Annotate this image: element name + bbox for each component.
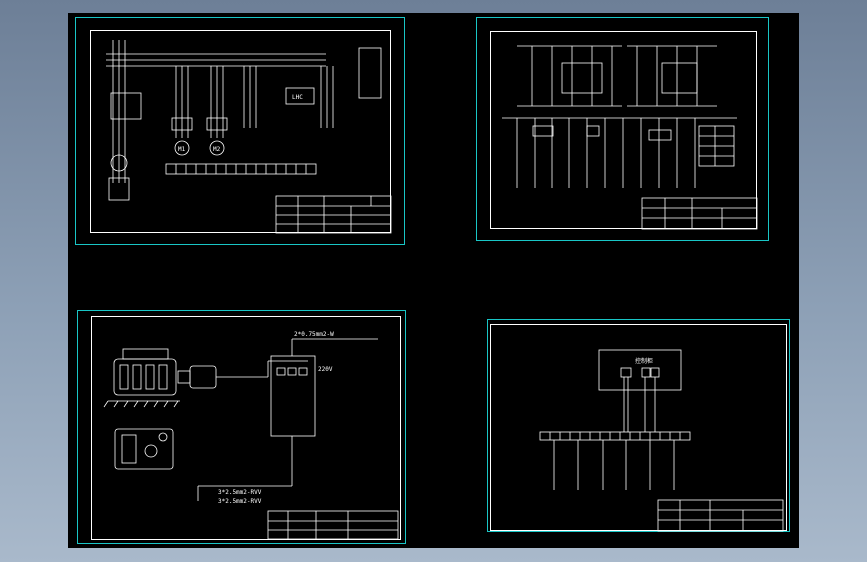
drawing-frame-control-circuit[interactable] xyxy=(476,17,769,241)
power-circuit-schematic: M1 M2 LHC xyxy=(106,40,392,234)
cable-bottom-label-1: 3*2.5mm2-RVV xyxy=(218,489,262,496)
drawing-frame-installation[interactable]: 220V 2*0.75mm2-W 3*2.5mm2-RVV 3*2.5mm2-R… xyxy=(77,310,406,544)
controller-label: LHC xyxy=(292,94,303,101)
terminal-wiring-diagram: 控制柜 xyxy=(539,349,784,532)
drawing-border xyxy=(90,30,391,233)
cable-bottom-label-2: 3*2.5mm2-RVV xyxy=(218,498,262,505)
installation-diagram: 220V 2*0.75mm2-W 3*2.5mm2-RVV 3*2.5mm2-R… xyxy=(103,331,399,540)
drawing-border xyxy=(490,31,757,229)
motor2-label: M2 xyxy=(213,146,221,153)
control-box-label: 控制柜 xyxy=(635,357,653,365)
drawing-border xyxy=(91,316,401,540)
drawing-frame-terminal-wiring[interactable]: 控制柜 xyxy=(487,319,790,532)
drawing-frame-power-circuit[interactable]: M1 M2 LHC xyxy=(75,17,405,245)
supply-note: 220V xyxy=(318,366,333,373)
motor1-label: M1 xyxy=(178,146,186,153)
control-circuit-schematic xyxy=(502,45,758,230)
cable-top-label: 2*0.75mm2-W xyxy=(294,331,334,338)
cad-viewport[interactable]: M1 M2 LHC xyxy=(68,13,799,548)
drawing-border xyxy=(490,324,787,531)
